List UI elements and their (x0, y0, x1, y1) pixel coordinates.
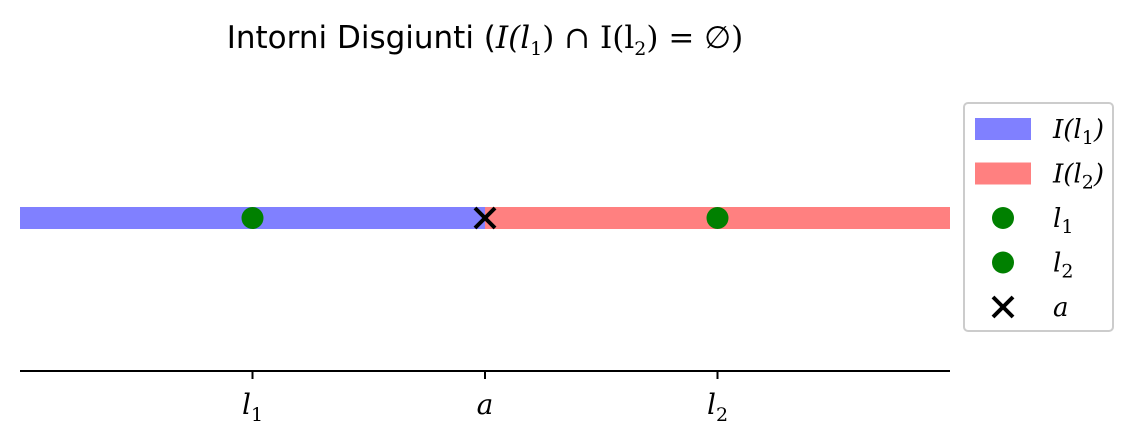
legend-frame (963, 102, 1114, 332)
chart-title: Intorni Disgiunti (I(l1) ∩ I(l2) = ∅) (227, 20, 744, 60)
legend-label: l1 (1053, 204, 1073, 238)
plot-area (20, 206, 950, 230)
point-marker-l1 (241, 207, 264, 229)
legend: I(l1) I(l2) l1 l2 a (963, 102, 1114, 332)
title-mid: ) ∩ I(l (542, 20, 634, 56)
x-tick-label: l1 (242, 388, 263, 426)
x-tick-label: l2 (707, 388, 728, 426)
title-sub2: 2 (634, 38, 646, 60)
title-math: I(l (495, 20, 530, 56)
legend-swatch (975, 162, 1031, 185)
x-axis-ticks: l1 a l2 (242, 371, 728, 426)
x-stroke-2 (473, 206, 497, 230)
legend-item-3: l1 (992, 204, 1073, 238)
legend-swatch (975, 118, 1031, 140)
legend-swatch (992, 251, 1014, 274)
title-suffix: ) = ∅) (646, 20, 743, 56)
legend-swatch (992, 207, 1014, 229)
legend-label: I(l2) (1052, 160, 1104, 194)
title-sub1: 1 (530, 38, 542, 60)
legend-item-2: I(l2) (975, 160, 1104, 194)
legend-item-5: a (991, 293, 1069, 323)
legend-item-1: I(l1) (975, 115, 1104, 149)
point-marker-l2 (706, 207, 729, 229)
legend-label: a (1053, 293, 1069, 323)
title-prefix: Intorni Disgiunti ( (227, 20, 496, 56)
legend-label: l2 (1053, 249, 1073, 283)
x-tick-label: a (477, 388, 494, 421)
legend-swatch-2 (991, 295, 1015, 319)
legend-item-4: l2 (992, 249, 1073, 283)
point-marker-a (473, 206, 497, 230)
legend-label: I(l1) (1052, 115, 1104, 149)
